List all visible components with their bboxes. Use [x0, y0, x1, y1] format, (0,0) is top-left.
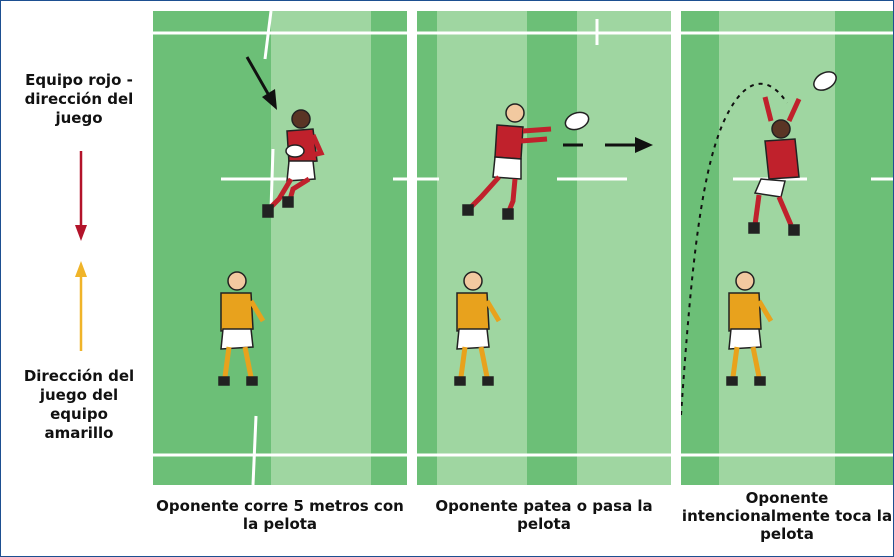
red-direction-arrow-icon — [75, 151, 87, 241]
ball-icon — [813, 71, 837, 91]
caption-run-with-ball: Oponente corre 5 metros con la pelota — [156, 497, 404, 533]
caption-deliberate-knock-on: Oponente intencionalmente toca la pelota — [681, 489, 893, 543]
yellow-defender — [726, 271, 774, 386]
pitch-1 — [153, 11, 407, 485]
yellow-direction-arrow-icon — [75, 261, 87, 351]
kick-pass-arrow-icon — [563, 137, 653, 153]
red-runner-with-ball — [262, 109, 325, 218]
yellow-team-direction-label: Dirección del juego del equipo amarillo — [23, 367, 135, 442]
red-catcher — [748, 96, 802, 236]
yellow-defender — [218, 271, 266, 386]
caption-kick-or-pass: Oponente patea o pasa la pelota — [435, 497, 653, 533]
ball-icon — [564, 111, 590, 131]
panel-run-with-ball — [153, 11, 407, 485]
panel-kick-or-pass — [417, 11, 671, 485]
red-passer — [462, 103, 552, 220]
pitch-3 — [681, 11, 893, 485]
red-team-direction-label: Equipo rojo - dirección del juego — [24, 71, 134, 127]
pitch-2 — [417, 11, 671, 485]
yellow-defender — [454, 271, 502, 386]
panel-deliberate-knock-on — [681, 11, 893, 485]
run-arrow-icon — [245, 56, 277, 110]
